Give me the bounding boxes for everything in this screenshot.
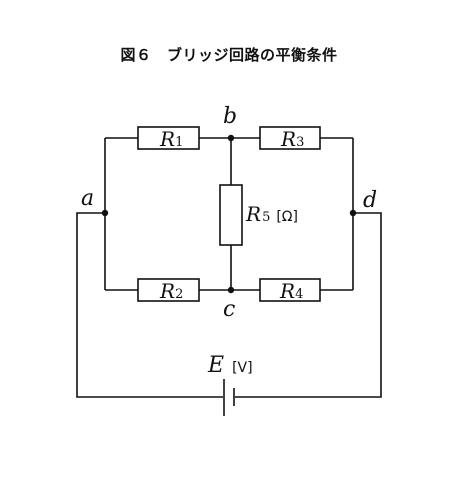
resistor-r2 — [137, 278, 200, 302]
resistor-r3 — [259, 126, 321, 150]
resistor-r3-label: R3 — [280, 127, 304, 151]
node-d-label: d — [363, 188, 377, 213]
diagram-title: 図６ ブリッジ回路の平衡条件 — [120, 46, 338, 64]
circuit-wires — [76, 137, 382, 398]
resistor-r1-label: R1 — [159, 127, 183, 151]
node-a-label: a — [81, 186, 94, 211]
node-c-label: c — [223, 297, 235, 322]
resistor-r5-label: R5[Ω] — [245, 202, 298, 226]
source-label: E[V] — [207, 353, 253, 378]
node-b-dot — [227, 134, 235, 142]
resistor-r1 — [137, 126, 200, 150]
node-b-label: b — [223, 104, 237, 129]
resistor-r4 — [259, 278, 321, 302]
node-d-dot — [349, 209, 357, 217]
node-c-dot — [227, 286, 235, 294]
battery-symbol — [223, 379, 235, 416]
resistor-r2-label: R2 — [159, 279, 183, 303]
resistor-r5 — [219, 184, 243, 246]
resistor-r4-label: R4 — [279, 279, 303, 303]
node-a-dot — [101, 209, 109, 217]
